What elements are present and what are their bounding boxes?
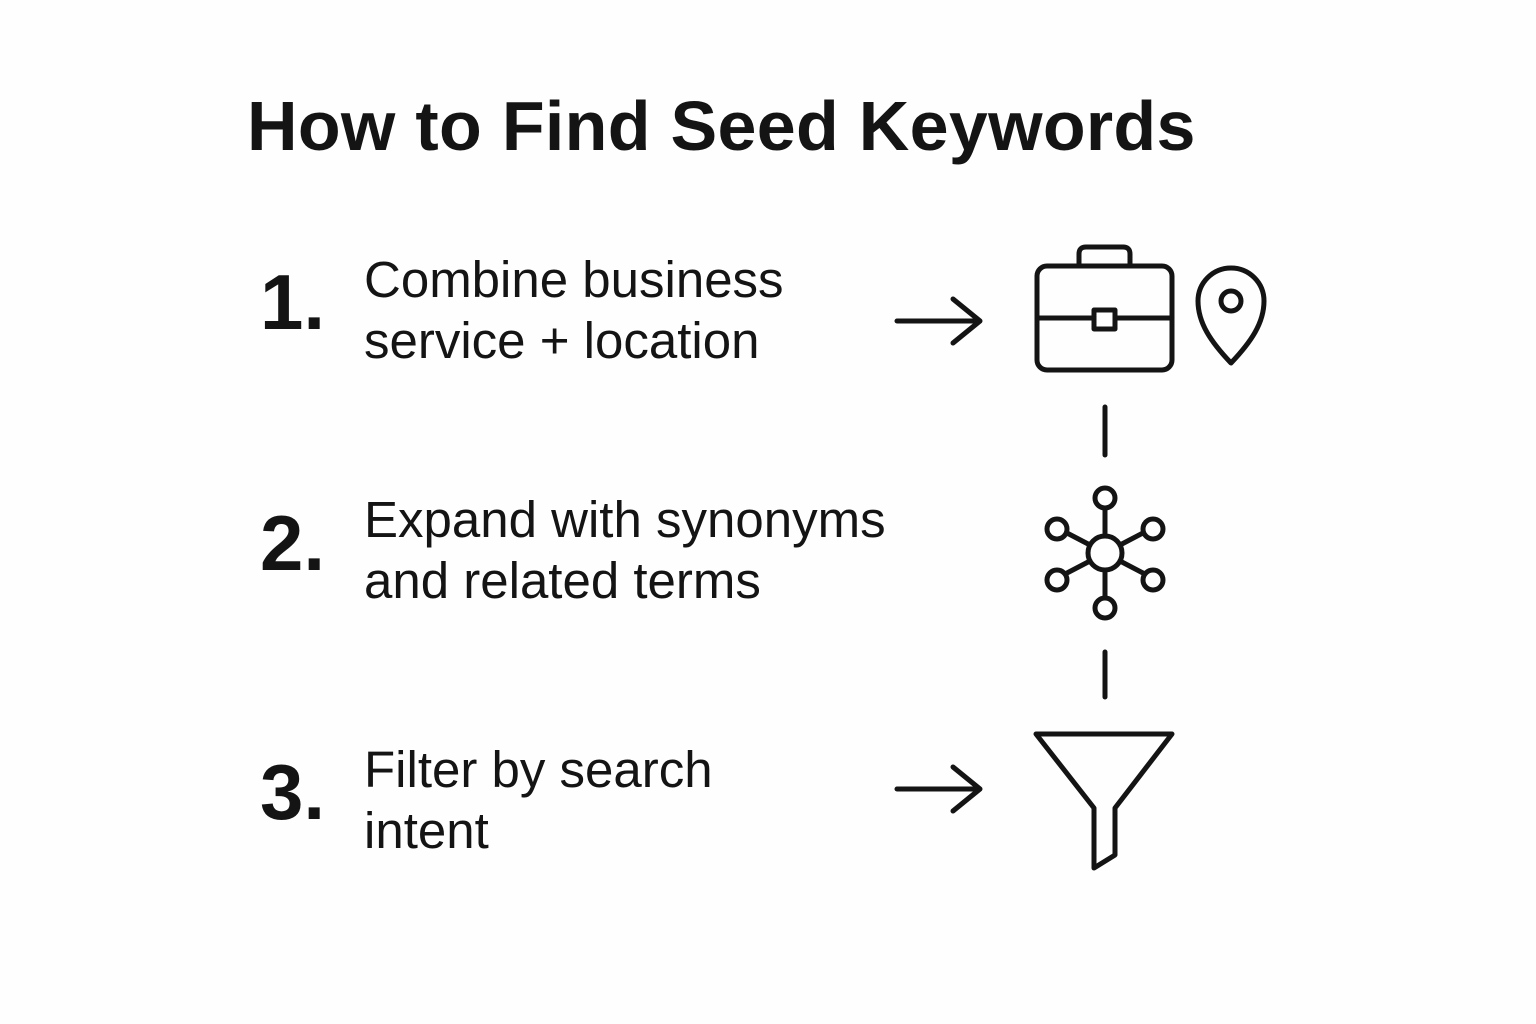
step-2-line-1: Expand with synonyms <box>364 491 886 548</box>
step-3-text: Filter by search intent <box>364 739 713 861</box>
step-2-text: Expand with synonyms and related terms <box>364 489 886 611</box>
step-2-number: 2. <box>260 499 326 587</box>
step-1-number: 1. <box>260 258 326 346</box>
network-hub-icon <box>1044 485 1166 621</box>
arrow-right-icon <box>894 764 983 814</box>
arrow-right-icon <box>894 296 983 346</box>
briefcase-icon <box>1034 244 1175 373</box>
page-title: How to Find Seed Keywords <box>247 87 1196 165</box>
funnel-icon <box>1033 731 1175 871</box>
step-3-line-2: intent <box>364 802 489 859</box>
step-3-number: 3. <box>260 748 326 836</box>
step-1-line-2: service + location <box>364 312 760 369</box>
step-2-line-2: and related terms <box>364 552 761 609</box>
step-1-line-1: Combine business <box>364 251 784 308</box>
location-pin-icon <box>1195 265 1267 366</box>
step-3-line-1: Filter by search <box>364 741 713 798</box>
step-1-text: Combine business service + location <box>364 249 784 371</box>
